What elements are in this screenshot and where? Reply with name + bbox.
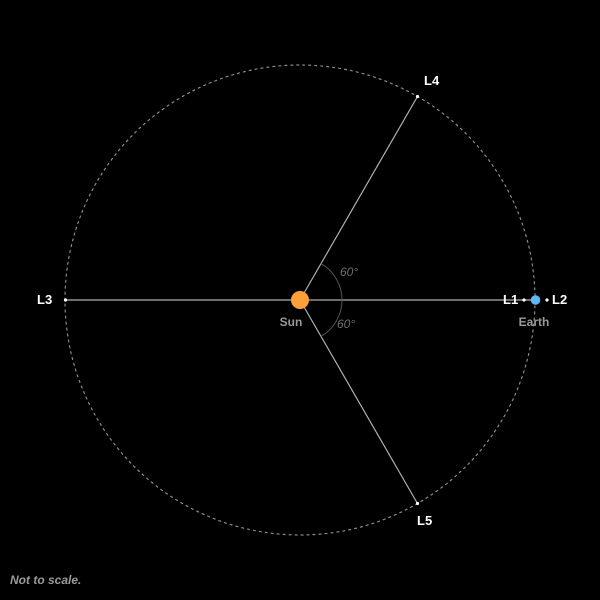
upper-angle-label: 60° xyxy=(340,265,358,279)
l4-label: L4 xyxy=(424,73,440,88)
l5-point xyxy=(415,501,420,506)
sun xyxy=(291,291,309,309)
not-to-scale-note: Not to scale. xyxy=(10,573,82,587)
earth xyxy=(530,295,541,305)
l2-label: L2 xyxy=(552,292,567,307)
l3-label: L3 xyxy=(37,292,52,307)
l2-point xyxy=(545,298,549,302)
l1-point xyxy=(522,298,526,302)
lower-angle-label: 60° xyxy=(337,317,355,331)
l4-point xyxy=(415,94,420,99)
l5-label: L5 xyxy=(417,513,432,528)
sun-l4-line xyxy=(299,96,419,301)
sun-l5-line xyxy=(299,299,419,504)
l3-point xyxy=(63,298,68,302)
lower-angle-arc xyxy=(320,299,343,337)
earth-label: Earth xyxy=(519,315,550,329)
upper-angle-arc xyxy=(320,263,343,301)
sun-label: Sun xyxy=(280,315,303,329)
l1-label: L1 xyxy=(503,292,518,307)
